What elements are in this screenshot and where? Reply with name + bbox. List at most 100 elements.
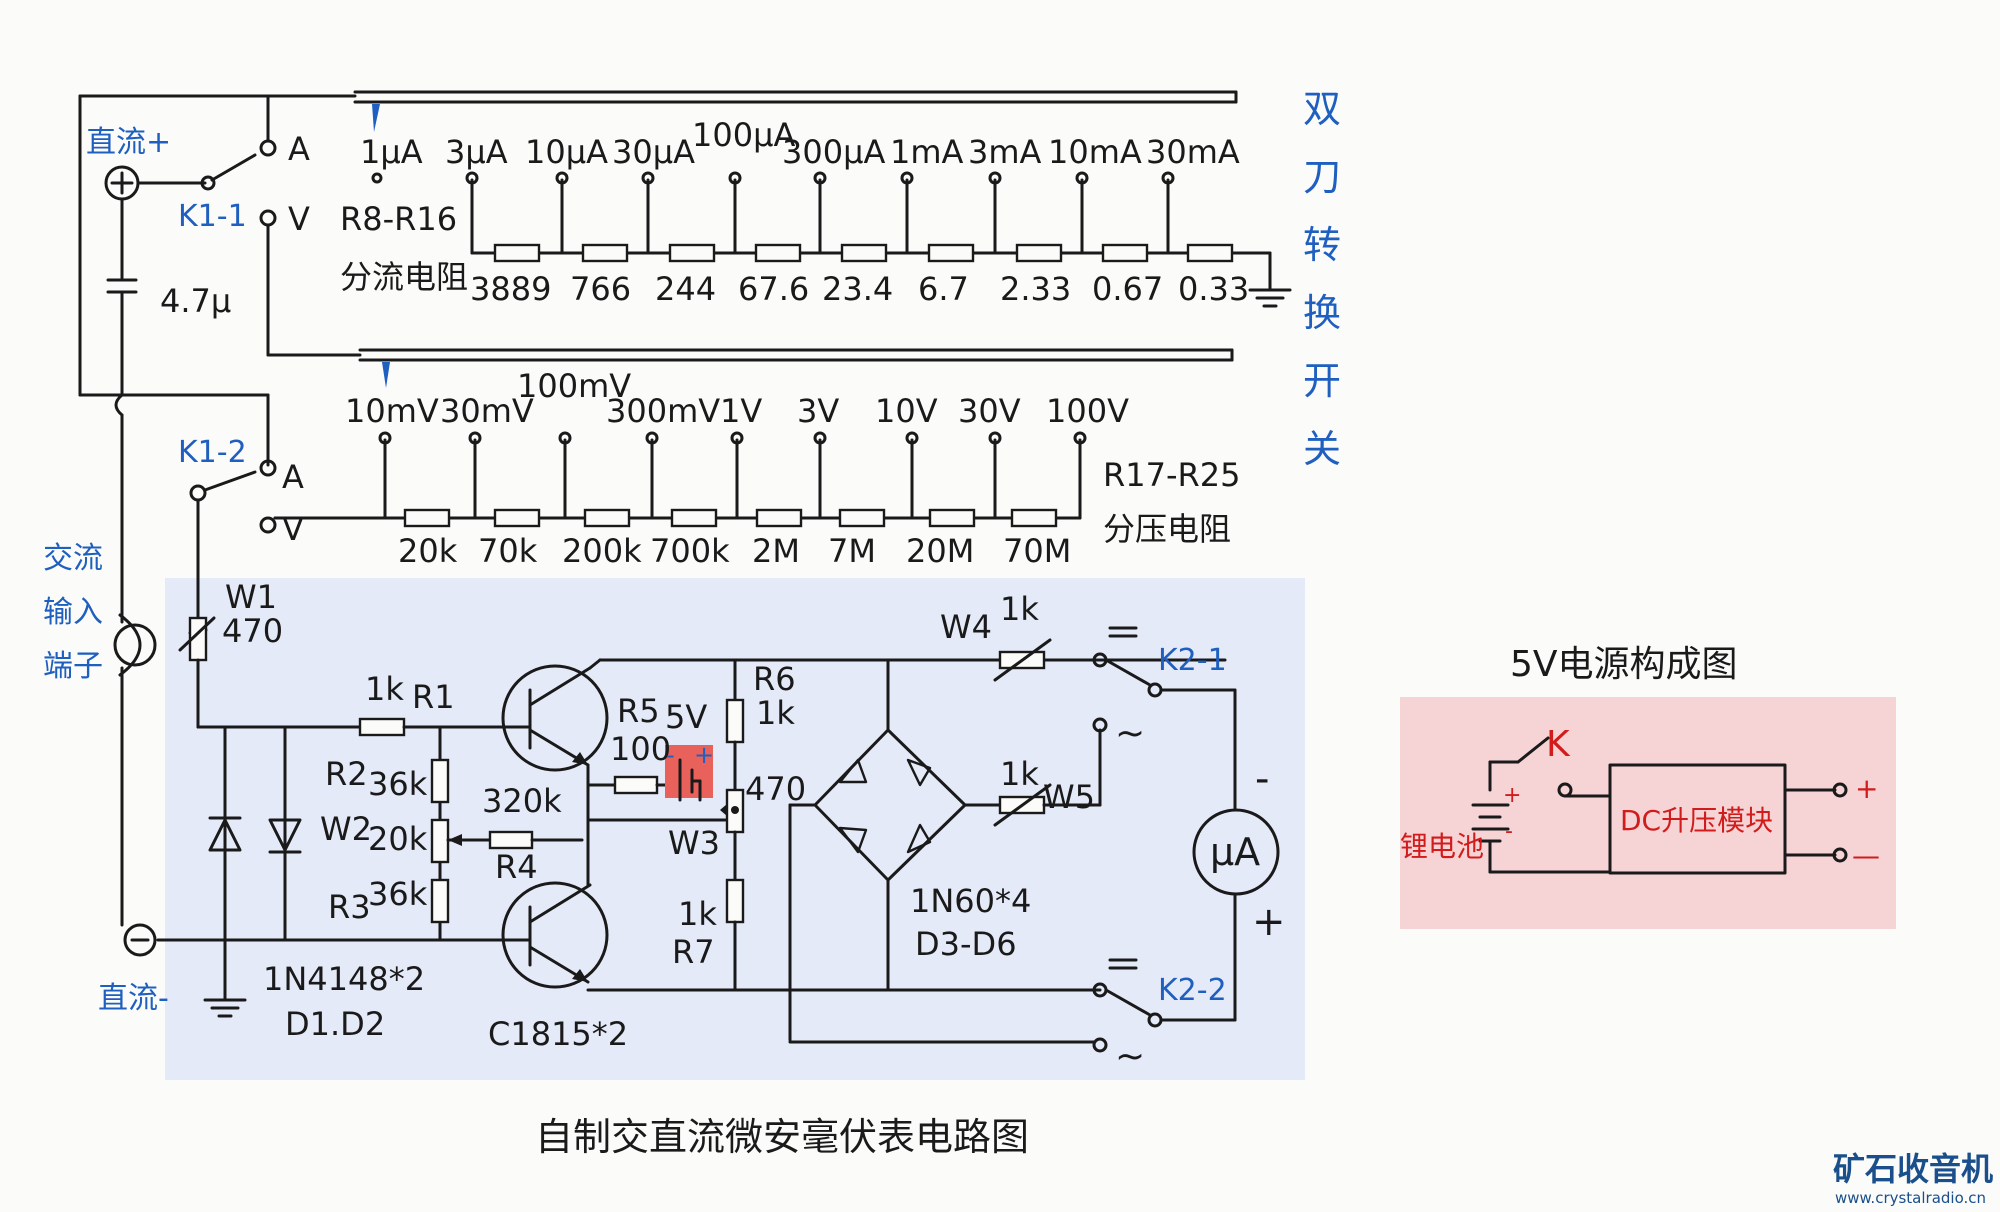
w1-value: 470 [222,612,283,650]
w2-label: W2 [320,810,372,848]
range-1ua: 1μA [360,133,423,171]
ac-label-1: 交流 [43,541,103,576]
divider-r19: 200k [562,532,642,570]
range-100v: 100V [1046,392,1129,430]
r6-label: R6 [753,660,796,698]
range-30mv: 30mV [440,392,534,430]
w5-label: W5 [1043,778,1095,816]
range-300mv: 300mV [606,392,720,430]
shunt-r9: 766 [570,270,631,308]
divider-r24: 70M [1003,532,1071,570]
output-wiring [586,658,1227,992]
k1-1-switch[interactable] [200,94,277,227]
range-1v: 1V [720,392,762,430]
supply-plus: + [694,741,714,769]
k2-1-switch[interactable] [1092,626,1237,812]
current-switch-wafer [78,90,1238,132]
shunt-r10: 244 [655,270,716,308]
input-diodes-ref: D1.D2 [285,1005,385,1043]
shunt-r16: 0.33 [1178,270,1249,308]
transistor-q2 [501,881,609,989]
meter-label: μA [1210,830,1260,874]
input-diodes-label: 1N4148*2 [263,960,425,998]
input-wiring [78,94,270,927]
k1-2-pos-a: A [282,458,304,496]
power-switch-label: K [1546,724,1571,765]
power-inset-bg [1400,697,1896,929]
ac-input-terminal[interactable] [113,598,157,702]
voltage-switch-wafer [266,348,1234,388]
dc-plus-terminal[interactable] [104,165,140,201]
bias-network [430,758,584,924]
r2-label: R2 [325,755,368,793]
range-3ua: 3μA [445,133,508,171]
divider-r23: 20M [906,532,974,570]
range-3ma: 3mA [968,133,1042,171]
watermark-cn: 矿石收音机 [1833,1150,1993,1188]
r5-value: 100 [610,730,671,768]
range-30v: 30V [958,392,1021,430]
supply-minus: - [666,741,675,769]
output-plus: + [1855,772,1878,805]
shunt-group-desc: 分流电阻 [340,258,468,296]
switch-caption-4: 换 [1303,291,1341,335]
power-inset-title: 5V电源构成图 [1510,644,1738,685]
w2-value: 20k [368,820,428,858]
supply-label: 5V [665,698,707,736]
transistors-label: C1815*2 [488,1015,628,1053]
divider-group-name: R17-R25 [1103,456,1240,494]
divider-r21: 2M [752,532,800,570]
divider-r20: 700k [650,532,730,570]
w3-value: 470 [745,770,806,808]
divider-r22: 7M [828,532,876,570]
range-3v: 3V [797,392,839,430]
r1-label: R1 [412,678,455,716]
w3-label: W3 [668,824,720,862]
r1-value: 1k [365,670,404,708]
meter-minus: - [1255,756,1269,802]
divider-r18: 70k [478,532,538,570]
voltage-divider-ladder [273,431,1087,528]
r3-value: 36k [368,875,428,913]
k1-2-label: K1-2 [178,435,247,470]
divider-group-desc: 分压电阻 [1103,510,1231,548]
range-10ma: 10mA [1048,133,1142,171]
w4-label: W4 [940,608,992,646]
watermark-url: www.crystalradio.cn [1835,1189,1986,1207]
r7-label: R7 [672,933,715,971]
trimmer-w5 [993,728,1102,827]
w1-label: W1 [225,578,277,616]
switch-caption-3: 转 [1303,223,1341,267]
dc-plus-label: 直流+ [86,125,171,160]
w4-value: 1k [1000,590,1039,628]
shunt-r8: 3889 [470,270,551,308]
k1-1-pos-a: A [288,130,310,168]
range-100ua: 100μA [692,116,795,154]
r3-label: R3 [328,888,371,926]
shunt-r15: 0.67 [1092,270,1163,308]
r4-label: R4 [495,848,538,886]
range-300ua: 300μA [782,133,885,171]
range-30ua: 30μA [612,133,695,171]
ac-label-3: 端子 [43,649,103,684]
shunt-r13: 6.7 [918,270,969,308]
input-cap-label: 4.7μ [160,282,231,320]
shunt-r12: 23.4 [822,270,893,308]
range-10ua: 10μA [525,133,608,171]
k1-2-pos-v: V [282,510,304,548]
diode-bridge [788,658,1002,1042]
ac-label-2: 输入 [43,595,103,630]
r4-value: 320k [482,782,562,820]
module-label: DC升压模块 [1620,804,1773,837]
shunt-r14: 2.33 [1000,270,1071,308]
k1-1-label: K1-1 [178,199,247,234]
battery-plus: + [1503,783,1521,808]
dc-minus-terminal[interactable] [123,923,157,957]
k2-2-switch[interactable] [788,893,1237,1053]
range-1ma: 1mA [890,133,964,171]
divider-r17: 20k [398,532,458,570]
shunt-r11: 67.6 [738,270,809,308]
voltage-wiper-icon [382,362,390,388]
switch-caption: 双 刀 转 换 开 关 [1303,87,1341,471]
k2-1-ac-label: ~ [1115,713,1145,754]
